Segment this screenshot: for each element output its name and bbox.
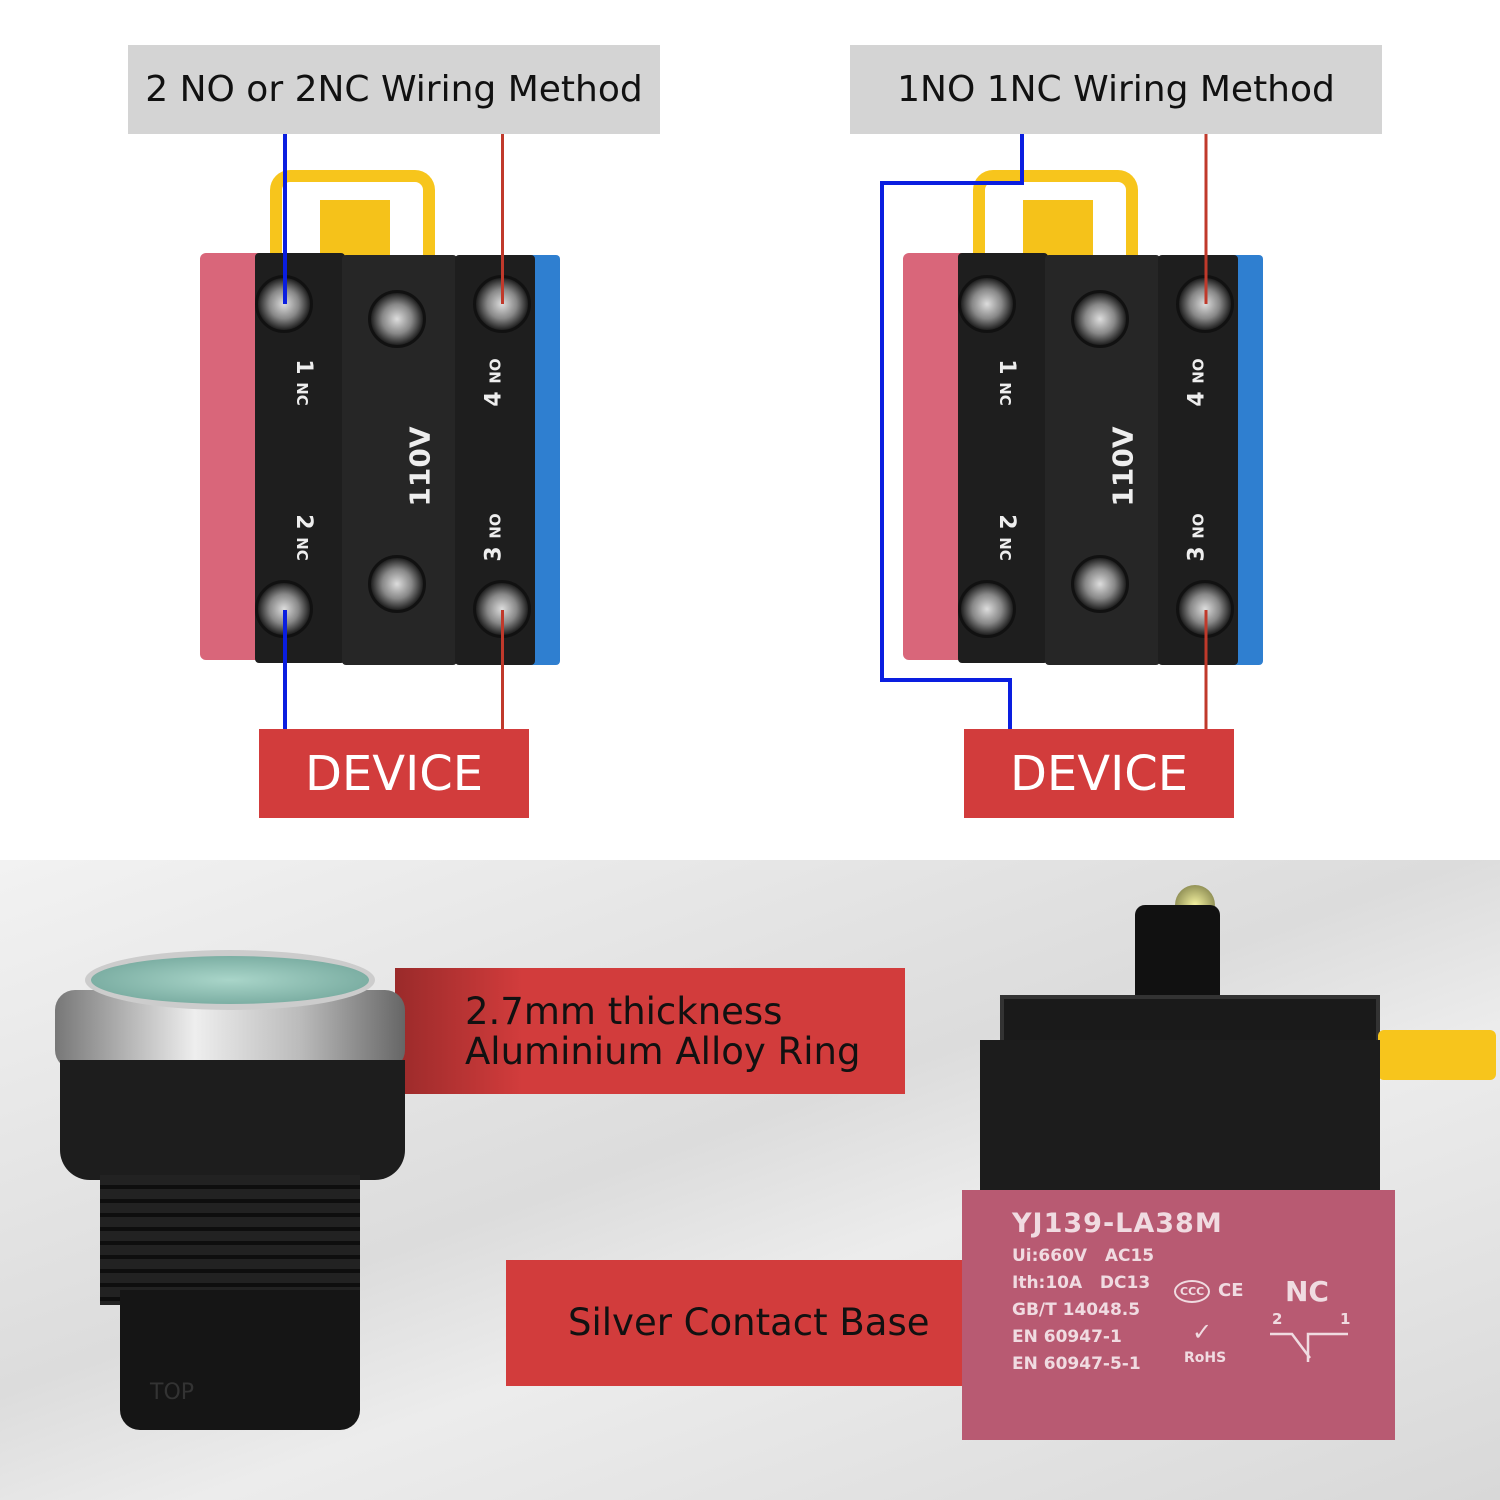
yellow-clip <box>973 170 1138 260</box>
ring-callout-line1: 2.7mm thickness <box>465 990 783 1033</box>
block-housing <box>980 1040 1380 1200</box>
check-icon: ✓ <box>1192 1318 1213 1346</box>
left-diagram-title: 2 NO or 2NC Wiring Method <box>128 45 660 134</box>
screw-terminal-1 <box>958 275 1016 333</box>
ce-mark: CE <box>1218 1280 1244 1301</box>
spec-gb: GB/T 14048.5 <box>1012 1300 1141 1320</box>
yellow-latch <box>1378 1030 1496 1080</box>
yellow-tab <box>1023 200 1093 260</box>
yellow-tab <box>320 200 390 260</box>
right-wiring-lines <box>880 134 1208 729</box>
top-marking: TOP <box>150 1380 195 1405</box>
screw-terminal-2 <box>958 580 1016 638</box>
screw-center-bottom <box>1071 555 1129 613</box>
screw-center-bottom <box>368 555 426 613</box>
spec-en2: EN 60947-5-1 <box>1012 1354 1141 1374</box>
red-wire <box>501 134 504 304</box>
nc-contact-symbol <box>1270 1332 1348 1362</box>
pin-1-label: 1 <box>1340 1310 1351 1328</box>
nc-contact-module: YJ139-LA38M Ui:660V AC15 Ith:10A DC13 GB… <box>962 1190 1395 1440</box>
push-button-photo: TOP <box>55 950 405 1430</box>
rohs-mark: RoHS <box>1184 1350 1227 1366</box>
base-callout: Silver Contact Base <box>506 1260 966 1386</box>
contact-block-photo: YJ139-LA38M Ui:660V AC15 Ith:10A DC13 GB… <box>960 880 1500 1450</box>
pin-2-label: 2 <box>1272 1310 1283 1328</box>
threaded-barrel <box>100 1175 360 1305</box>
yellow-clip <box>270 170 435 260</box>
blue-wire <box>283 134 287 304</box>
spec-ui: Ui:660V AC15 <box>1012 1246 1155 1266</box>
spec-en1: EN 60947-1 <box>1012 1327 1122 1347</box>
blue-wire <box>283 610 287 730</box>
red-wire <box>501 610 504 730</box>
ring-callout-line2: Aluminium Alloy Ring <box>465 1030 861 1073</box>
blue-wire <box>880 134 1024 729</box>
button-base: TOP <box>120 1290 360 1430</box>
model-number: YJ139-LA38M <box>1012 1208 1223 1239</box>
ring-callout: 2.7mm thickness Aluminium Alloy Ring <box>395 968 905 1094</box>
button-body <box>60 1060 405 1180</box>
spec-ith: Ith:10A DC13 <box>1012 1273 1151 1293</box>
screw-center-top <box>1071 290 1129 348</box>
ccc-mark: CCC <box>1174 1280 1211 1303</box>
right-diagram-title: 1NO 1NC Wiring Method <box>850 45 1382 134</box>
right-device-box: DEVICE <box>964 729 1234 818</box>
nc-type-label: NC <box>1285 1275 1329 1308</box>
button-cap <box>85 950 375 1010</box>
contact-block-right: 1 NC 2 NC 4 NO 3 NO 110V <box>903 170 1273 670</box>
left-device-box: DEVICE <box>259 729 529 818</box>
screw-center-top <box>368 290 426 348</box>
